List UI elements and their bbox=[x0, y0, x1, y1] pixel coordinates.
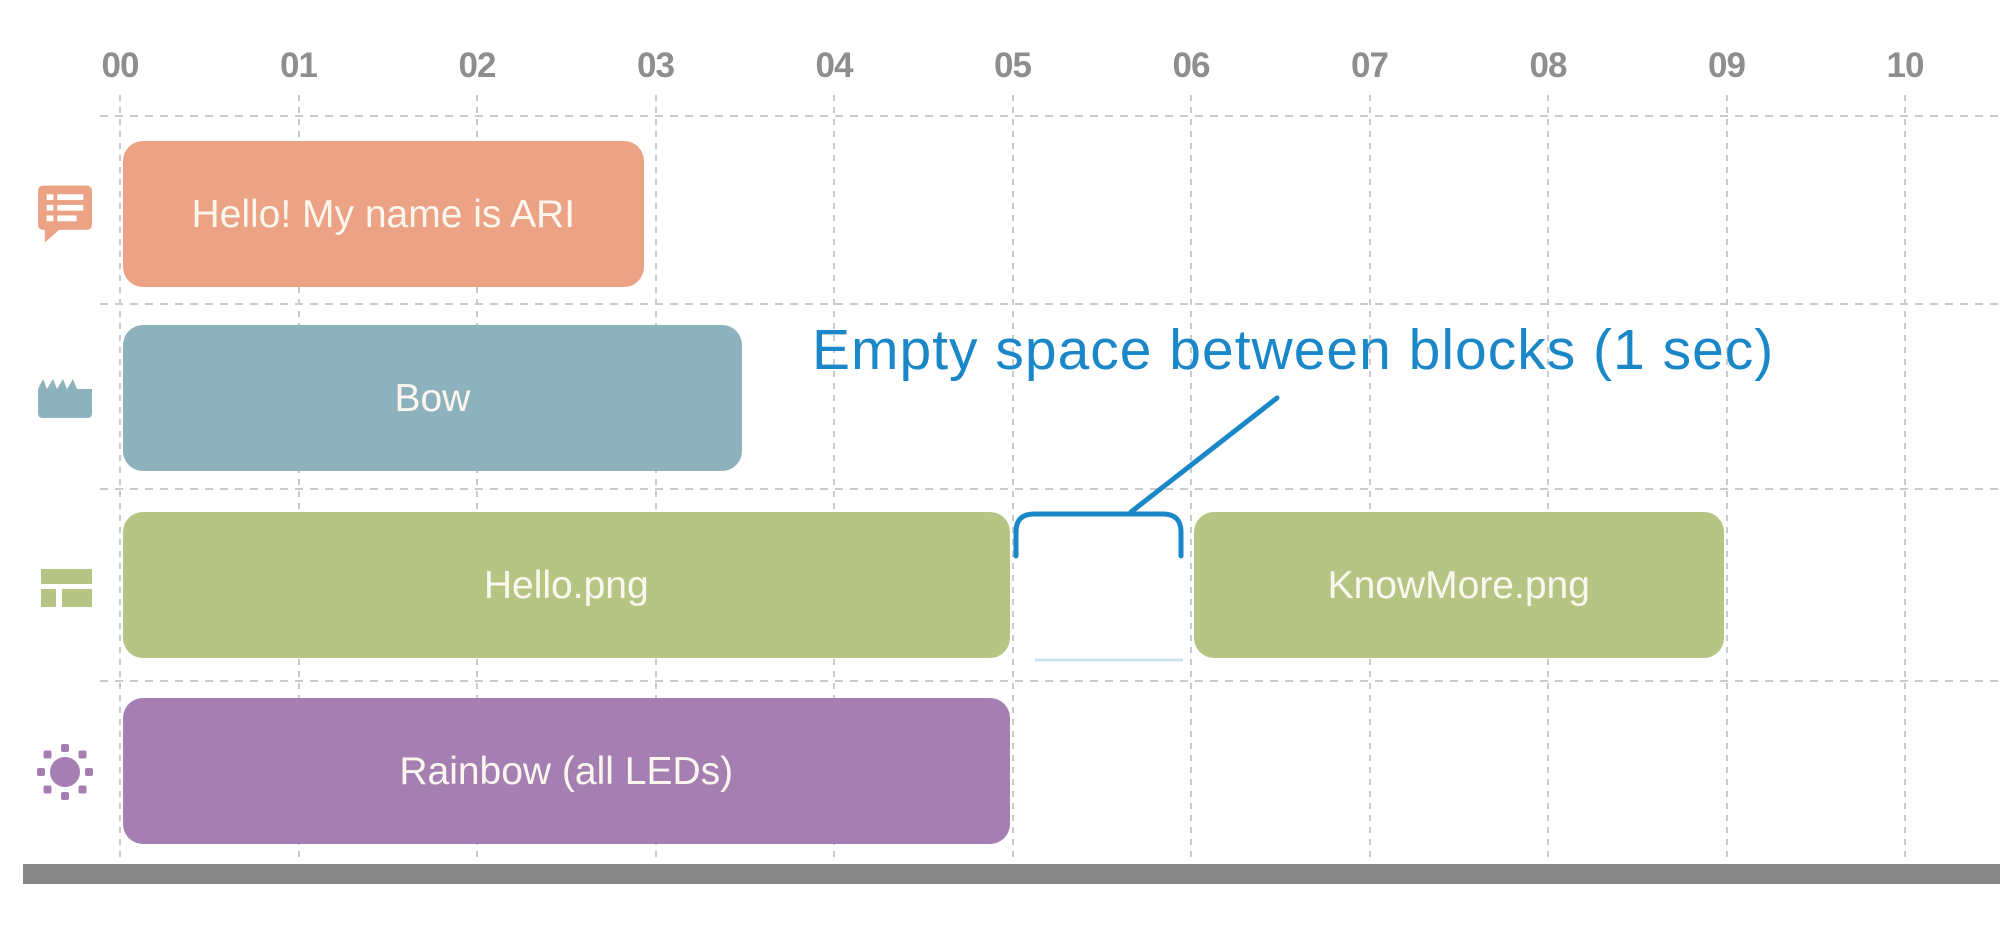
grid-line bbox=[833, 95, 835, 858]
track-separator-line bbox=[100, 303, 2000, 305]
grid-line bbox=[1725, 95, 1728, 858]
clapperboard-icon bbox=[38, 379, 92, 418]
grid-line bbox=[297, 95, 300, 858]
timeline-block-label: Hello! My name is ARI bbox=[191, 192, 576, 236]
speech-track bbox=[38, 185, 92, 244]
ruler-label: 00 bbox=[101, 46, 140, 85]
timeline-block-label: Bow bbox=[394, 376, 471, 420]
timeline-block[interactable]: Hello.png bbox=[123, 512, 1010, 658]
ruler-label: 10 bbox=[1886, 46, 1925, 85]
grid-line bbox=[119, 95, 121, 858]
grid-line bbox=[1904, 95, 1906, 858]
motion-track bbox=[38, 377, 92, 418]
ruler-label: 09 bbox=[1708, 46, 1746, 85]
timeline-block[interactable]: Rainbow (all LEDs) bbox=[123, 698, 1010, 844]
grid-line bbox=[654, 95, 657, 858]
led-track bbox=[37, 744, 93, 800]
sun-icon bbox=[37, 744, 93, 800]
ruler-label: 06 bbox=[1172, 46, 1211, 85]
track-separator-line bbox=[100, 488, 2000, 490]
timeline-block-label: KnowMore.png bbox=[1327, 563, 1590, 607]
timeline-block[interactable]: Hello! My name is ARI bbox=[123, 141, 644, 287]
timeline-block-label: Hello.png bbox=[483, 563, 649, 607]
track-separator-line bbox=[100, 680, 2000, 682]
grid-line bbox=[1368, 95, 1371, 858]
ruler-label: 04 bbox=[815, 46, 854, 85]
grid-line bbox=[1547, 95, 1549, 858]
ruler-label: 05 bbox=[994, 46, 1032, 85]
timeline-block[interactable]: KnowMore.png bbox=[1194, 512, 1724, 658]
speech-bubble-list-icon bbox=[38, 185, 92, 243]
ruler-label: 08 bbox=[1529, 46, 1568, 85]
track-separator-line bbox=[100, 115, 2000, 117]
display-track bbox=[41, 569, 92, 607]
grid-line bbox=[476, 95, 478, 858]
ruler-label: 01 bbox=[280, 46, 318, 85]
horizontal-scrollbar[interactable] bbox=[23, 864, 2000, 884]
ruler-label: 03 bbox=[637, 46, 675, 85]
layout-icon bbox=[41, 569, 92, 607]
timeline-block-label: Rainbow (all LEDs) bbox=[399, 749, 734, 793]
annotation-text: Empty space between blocks (1 sec) bbox=[812, 318, 1775, 382]
grid-line bbox=[1011, 95, 1014, 858]
ruler-label: 07 bbox=[1351, 46, 1389, 85]
timeline-block[interactable]: Bow bbox=[123, 325, 742, 471]
ruler-label: 02 bbox=[458, 46, 497, 85]
